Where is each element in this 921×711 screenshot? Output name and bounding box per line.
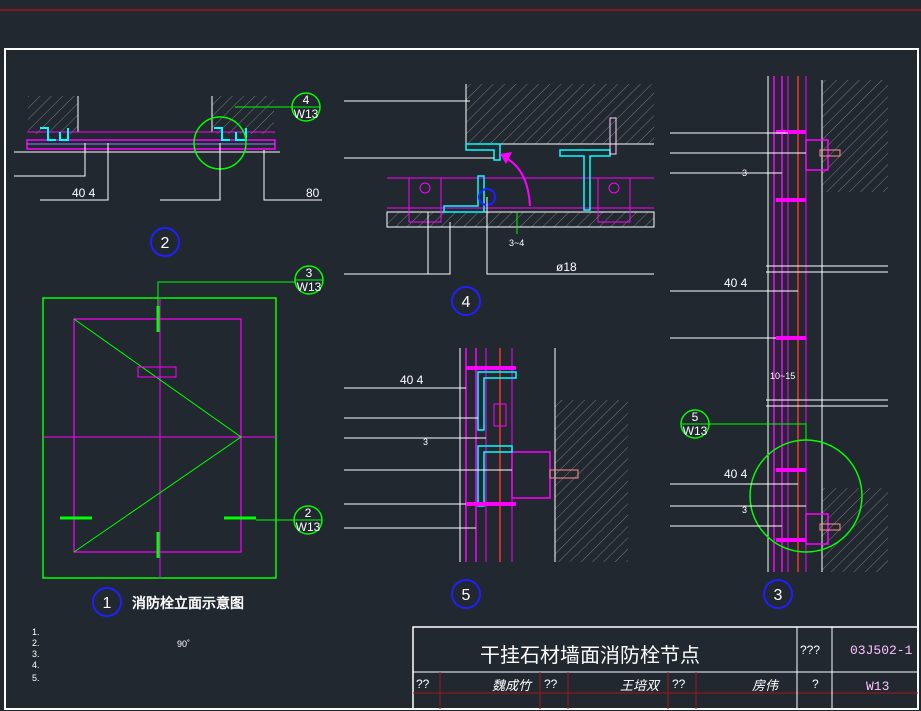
signature-1: 魏成竹	[492, 679, 533, 694]
ref-bubble-3-bot: W13	[297, 280, 322, 294]
note-1: 1.	[32, 627, 40, 637]
d4-anchor	[609, 117, 617, 155]
signature-2: 王培双	[620, 679, 661, 694]
d2-dim-a: 40 4	[72, 186, 96, 200]
d4-concrete-hatch	[466, 84, 654, 144]
signature-3: 房伟	[752, 679, 780, 694]
d5-small: 3	[423, 437, 428, 447]
d4-number-circle	[451, 286, 481, 316]
d5-angle	[477, 371, 517, 431]
title-block: 干挂石材墙面消防栓节点 ??? 03J502-1 ?? 魏成竹 ?? 王培双 ?…	[412, 626, 919, 710]
d3-number-circle	[763, 579, 793, 609]
d4-arrow-head	[500, 152, 512, 164]
d4-bracket-box	[597, 177, 631, 223]
d4-dim-b: ø18	[556, 260, 577, 274]
d3-channel-top	[805, 139, 829, 171]
ref-leader-3	[157, 281, 295, 306]
d5-number-circle	[451, 579, 481, 609]
d5-angle	[477, 445, 513, 507]
d4-number: 4	[462, 294, 471, 311]
d1-number-circle	[92, 587, 122, 617]
ref-bubble-5-bot: W13	[683, 424, 708, 438]
d5-wall-hatch	[555, 400, 628, 562]
detail-2: 40 4 80 4 W13 2	[14, 92, 322, 257]
d3-small-a: 3	[742, 168, 747, 178]
d3-number: 3	[774, 587, 783, 604]
d3-anchor	[819, 149, 841, 157]
title-qmarks: ???	[800, 643, 820, 657]
d4-stone-hatch	[387, 212, 654, 227]
detail-1: 3 W13 2 W13 1 消防栓立面示意图	[42, 265, 324, 617]
d1-number: 1	[103, 595, 112, 612]
note-angle: 90˚	[177, 639, 190, 649]
ref-leader-5	[709, 423, 807, 440]
d5-channel	[511, 451, 551, 499]
d4-dim-a: 3~4	[509, 238, 524, 248]
d4-leader	[486, 197, 654, 275]
d4-stone-outline	[386, 211, 655, 228]
detail-5: 40 4 3 5	[344, 348, 628, 609]
d3-anchor	[819, 523, 841, 531]
title-block-frame	[412, 626, 919, 710]
d4-bolt	[608, 182, 620, 194]
atlas-code: 03J502-1	[850, 643, 913, 658]
d1-caption: 消防栓立面示意图	[132, 595, 244, 611]
d4-swing-arrow	[505, 157, 531, 207]
row2-right: ?	[812, 677, 819, 691]
row2-mid1: ??	[544, 677, 558, 691]
ref-bubble-3-top: 3	[306, 266, 313, 280]
d3-dim-b: 10~15	[770, 371, 795, 381]
d2-leader	[40, 143, 109, 201]
d2-leader	[263, 150, 322, 201]
notes: 1. 2. 3. 4. 5. 90˚	[32, 627, 190, 683]
ref-bubble-2-bot: W13	[296, 520, 321, 534]
d1-handle	[137, 366, 177, 378]
d3-channel-bot	[805, 513, 829, 545]
d3-wall-hatch-top	[822, 80, 888, 192]
d2-dim-b: 80	[306, 186, 320, 200]
ref-bubble-4-top: 4	[303, 93, 310, 107]
ref-bubble-5-top: 5	[692, 410, 699, 424]
d2-wall-left-hatch	[28, 96, 78, 134]
d5-number: 5	[462, 587, 471, 604]
d2-number-circle	[150, 227, 180, 257]
d5-block	[493, 403, 507, 427]
d2-clip-left	[40, 127, 69, 141]
d5-dim-a: 40 4	[400, 373, 424, 387]
d2-leader	[14, 143, 86, 177]
d4-leader	[428, 222, 451, 275]
detail-4: 3~4 ø18 4	[344, 84, 655, 316]
detail-3: 40 4 10~15 40 4 3 3 5 W13 3	[670, 76, 888, 609]
note-4: 4.	[32, 660, 40, 670]
d4-angle-left	[465, 143, 501, 161]
d4-bolt	[419, 182, 431, 194]
note-5: 5.	[32, 673, 40, 683]
d4-angle-right	[559, 149, 611, 211]
ref-bubble-4-bot: W13	[294, 107, 319, 121]
row2-mid2: ??	[672, 677, 686, 691]
d1-cabinet	[73, 318, 242, 553]
page-number: W13	[866, 679, 889, 694]
d1-door-swing	[73, 318, 242, 553]
d4-bracket-box	[408, 177, 442, 223]
note-3: 3.	[32, 649, 40, 659]
d3-small-b: 3	[742, 505, 747, 515]
d5-anchor	[549, 469, 579, 479]
ref-bubble-2-top: 2	[305, 506, 312, 520]
d2-leader	[160, 143, 221, 201]
d2-clip-right	[214, 127, 247, 141]
note-2: 2.	[32, 638, 40, 648]
d2-number: 2	[161, 235, 170, 252]
drawing-title: 干挂石材墙面消防栓节点	[480, 644, 700, 667]
d3-dim-c: 40 4	[724, 467, 748, 481]
d4-angle-mid	[443, 175, 485, 213]
row2-left: ??	[416, 677, 430, 691]
d3-dim-a: 40 4	[724, 276, 748, 290]
